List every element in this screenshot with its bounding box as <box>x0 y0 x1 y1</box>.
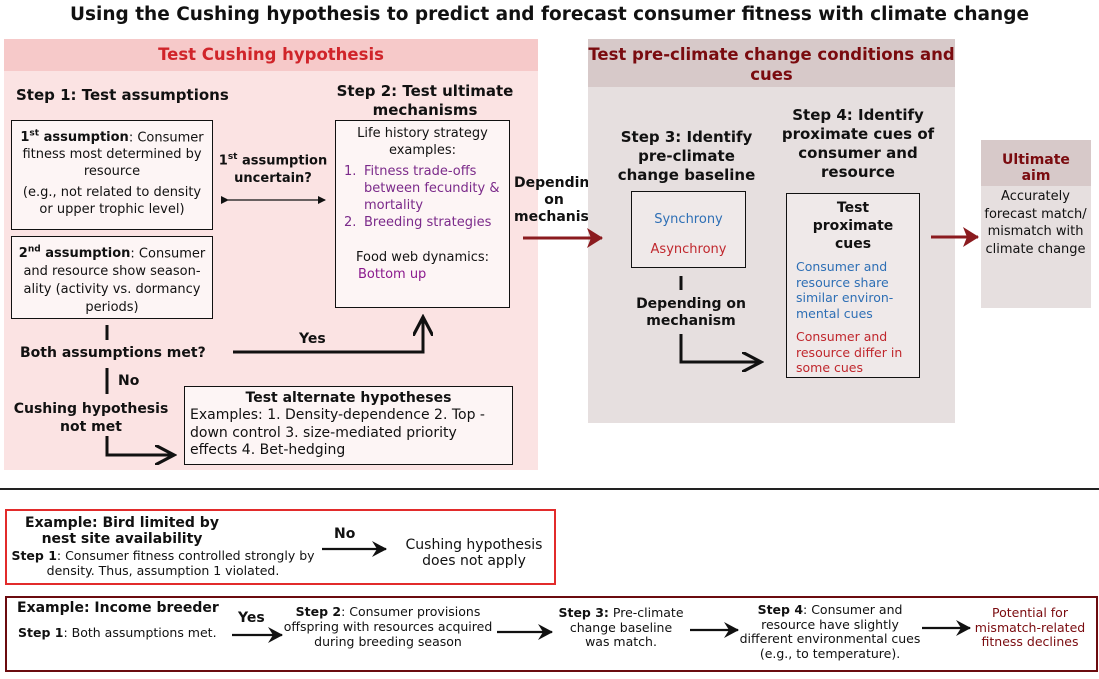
example2-result: Potential for mismatch-related fitness d… <box>974 605 1086 649</box>
assumption1-heading: 1st assumption <box>20 129 129 146</box>
alternate-hypotheses-box: Test alternate hypotheses Examples: 1. D… <box>184 386 513 465</box>
proximate-cues-box: Test proximate cues Consumer and resourc… <box>786 193 920 378</box>
example1-title: Example: Bird limited by nest site avail… <box>25 515 219 547</box>
assumption1-box: 1st assumption: Consumer fitness most de… <box>11 120 213 230</box>
example2-box <box>5 596 1098 672</box>
figure-title: Using the Cushing hypothesis to predict … <box>69 4 1030 25</box>
proximate-title: Test proximate cues <box>812 200 894 252</box>
lh-item-2: 2.Breeding strategies <box>344 215 492 230</box>
step3-title: Step 3: Identify pre-climate change base… <box>617 128 756 184</box>
hypothesis-not-met: Cushing hypothesis not met <box>13 401 169 435</box>
synchrony-label: Synchrony <box>654 212 723 227</box>
yes-label: Yes <box>299 331 326 347</box>
example1-result: Cushing hypothesis does not apply <box>405 537 543 569</box>
example2-title: Example: Income breeder <box>17 600 219 616</box>
cue-share-text: Consumer and resource share similar envi… <box>796 259 894 321</box>
section-divider <box>0 488 1099 490</box>
lh-item-1: 1.Fitness trade-offs between fecundity &… <box>344 164 500 213</box>
assumption2-text: : Consumer and resource show season-alit… <box>23 246 206 316</box>
assumption1-text: : Consumer fitness most determined by re… <box>22 130 204 180</box>
not-met-arrow <box>105 436 173 455</box>
life-history-heading: Life history strategy examples: <box>357 126 488 158</box>
example2-step3: Step 3: Pre-climate change baseline was … <box>558 605 684 649</box>
assumption-uncertain-label: 1st assumption uncertain? <box>218 152 328 187</box>
food-web-value: Bottom up <box>358 267 427 282</box>
mechanisms-box: Life history strategy examples: 1.Fitnes… <box>335 120 510 308</box>
example2-step4: Step 4: Consumer and resource have sligh… <box>739 602 921 661</box>
depending-label-right: Depending on mechanism <box>636 296 746 329</box>
cue-differ-text: Consumer and resource differ in some cue… <box>796 329 903 375</box>
cushing-panel-title: Test Cushing hypothesis <box>158 45 384 64</box>
depending-label-middle: Depending on mechanism <box>514 175 604 225</box>
example2-step2: Step 2: Consumer provisions offspring wi… <box>283 604 493 649</box>
yes-arrow <box>233 318 423 354</box>
example2-yes-label: Yes <box>238 610 265 626</box>
assumption2-box: 2nd assumption: Consumer and resource sh… <box>11 236 213 319</box>
cushing-panel-header <box>4 39 538 71</box>
preclimate-panel-title: Test pre-climate change conditions and c… <box>588 45 955 84</box>
example1-box <box>5 509 556 585</box>
food-web-heading: Food web dynamics: <box>356 250 490 265</box>
alternate-text: Examples: 1. Density-dependence 2. Top -… <box>190 407 485 458</box>
example1-no-label: No <box>334 526 356 542</box>
assumption2-heading: 2nd assumption <box>18 245 131 262</box>
step1-title: Step 1: Test assumptions <box>16 86 229 104</box>
asynchrony-label: Asynchrony <box>650 242 727 257</box>
no-label: No <box>118 373 140 389</box>
step4-title: Step 4: Identify proximate cues of consu… <box>781 106 935 181</box>
example2-step1: Step 1: Both assumptions met. <box>18 625 217 640</box>
alternate-title: Test alternate hypotheses <box>245 390 452 406</box>
depending-to-cues-arrow <box>679 334 760 362</box>
ultimate-aim-text: Accurately forecast match/ mismatch with… <box>984 189 1087 257</box>
ultimate-aim-title: Ultimate aim <box>1002 152 1070 184</box>
assumption1-note: (e.g., not related to density or upper t… <box>22 185 202 218</box>
preclimate-panel-header <box>588 39 955 87</box>
baseline-box: Synchrony Asynchrony <box>631 191 746 268</box>
both-assumptions-question: Both assumptions met? <box>20 345 206 361</box>
step2-title: Step 2: Test ultimate mechanisms <box>336 82 514 119</box>
example1-step1: Step 1: Consumer fitness controlled stro… <box>11 548 315 578</box>
ultimate-aim-header <box>981 140 1091 186</box>
